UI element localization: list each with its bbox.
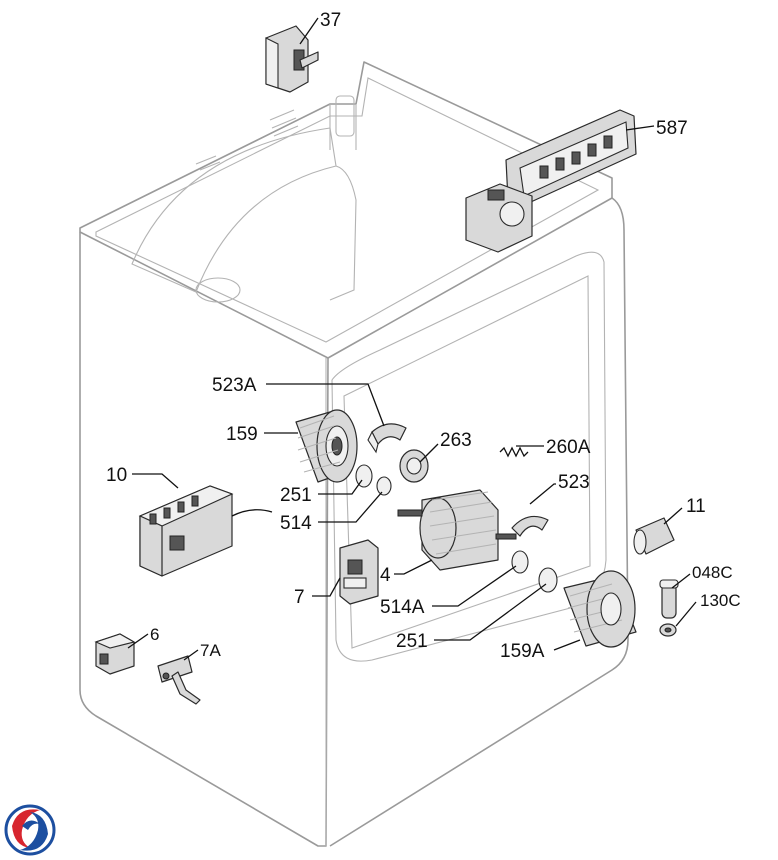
label-587: 587	[656, 118, 688, 139]
part-130C-nut	[659, 623, 677, 637]
label-514-front: 514	[280, 513, 312, 534]
brand-logo-icon	[4, 804, 56, 856]
part-587-control-board	[465, 109, 637, 253]
leader-lines	[127, 17, 697, 661]
dryer-cabinet	[79, 61, 629, 847]
part-7-door-switch	[339, 539, 379, 605]
part-10-module	[138, 485, 273, 577]
label-4: 4	[380, 565, 391, 586]
label-523A: 523A	[212, 375, 257, 396]
label-048C: 048C	[692, 563, 733, 582]
part-263-bearing	[399, 449, 429, 483]
part-159-fan-wheel	[295, 409, 358, 483]
part-048C-fastener	[659, 579, 679, 619]
part-6-relay	[94, 633, 136, 675]
part-labels: 37 587 523A 159 263 260A 10 251 523 514 …	[106, 10, 741, 662]
part-11-capacitor	[633, 517, 675, 555]
label-7A: 7A	[200, 641, 221, 660]
part-7A-thermostat	[157, 655, 201, 705]
label-251-front: 251	[280, 485, 312, 506]
label-37: 37	[320, 10, 341, 31]
label-514A: 514A	[380, 597, 425, 618]
label-159A: 159A	[500, 641, 545, 662]
part-523A-bracket	[367, 423, 407, 454]
part-159A-blower-wheel	[563, 570, 637, 648]
part-514-washer-front	[376, 476, 392, 496]
label-263: 263	[440, 430, 472, 451]
label-7: 7	[294, 587, 305, 608]
part-251-washer-rear	[538, 567, 558, 593]
part-4-motor	[397, 489, 517, 571]
label-260A: 260A	[546, 437, 591, 458]
label-10: 10	[106, 465, 127, 486]
part-260A-spring	[499, 446, 529, 458]
label-251-rear: 251	[396, 631, 428, 652]
label-130C: 130C	[700, 591, 741, 610]
label-159: 159	[226, 424, 258, 445]
label-523: 523	[558, 472, 590, 493]
label-11: 11	[686, 496, 706, 517]
part-523-bracket	[511, 515, 549, 537]
part-251-washer-front	[355, 464, 373, 488]
part-514A-washer-rear	[511, 550, 529, 574]
label-6: 6	[150, 625, 159, 644]
part-37-clip	[265, 25, 319, 93]
